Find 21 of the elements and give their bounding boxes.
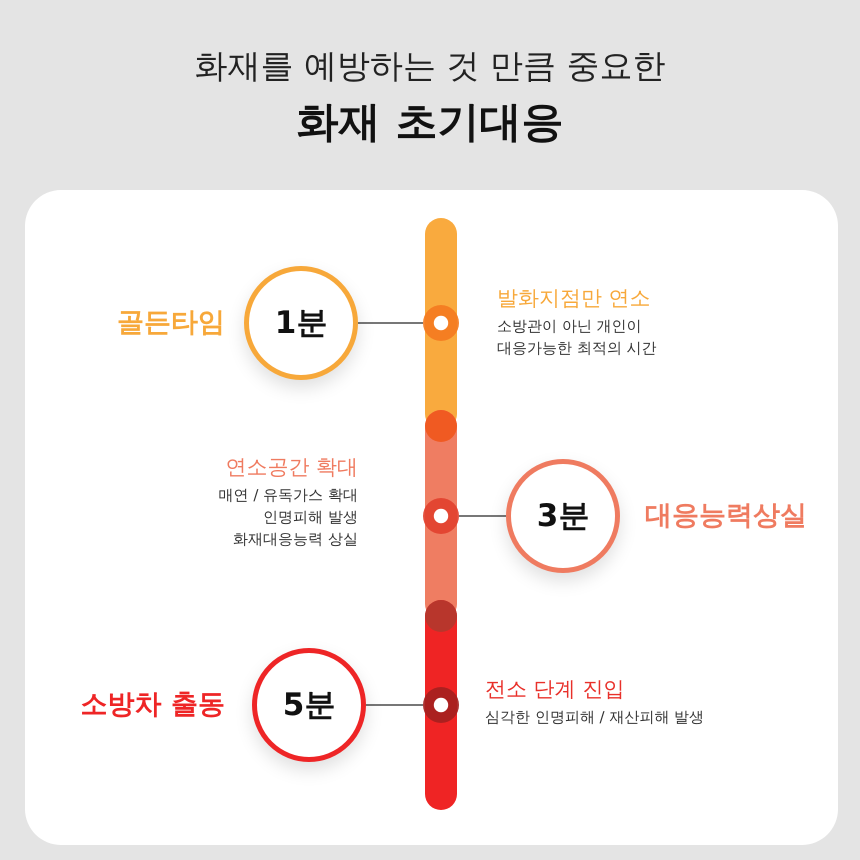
stage-heading: 전소 단계 진입 xyxy=(485,676,626,703)
title: 화재를 예방하는 것 만큼 중요한 화재 초기대응 xyxy=(194,45,666,148)
connector-line xyxy=(366,704,423,706)
stage-description: 인명피해 발생 xyxy=(262,507,358,528)
stage-label: 골든타임 xyxy=(117,306,225,340)
timeline-dot xyxy=(423,687,459,723)
stage-description: 화재대응능력 상실 xyxy=(232,529,358,550)
time-label: 1분 xyxy=(274,306,328,340)
stage-heading: 발화지점만 연소 xyxy=(497,285,652,312)
stage-description: 심각한 인명피해 / 재산피해 발생 xyxy=(485,707,704,728)
stage-label: 대응능력상실 xyxy=(645,500,807,532)
stage-label: 소방차 출동 xyxy=(80,688,225,722)
time-label: 3분 xyxy=(536,498,590,534)
connector-line xyxy=(459,515,506,517)
timeline-dot xyxy=(423,305,459,341)
stage-description: 매연 / 유독가스 확대 xyxy=(218,485,358,506)
connector-line xyxy=(358,322,423,324)
stage-description: 소방관이 아닌 개인이 대응가능한 최적의 시간 xyxy=(497,316,658,359)
time-label: 5분 xyxy=(282,688,336,722)
stage-heading: 연소공간 확대 xyxy=(224,454,358,481)
timeline-dot xyxy=(423,498,459,534)
